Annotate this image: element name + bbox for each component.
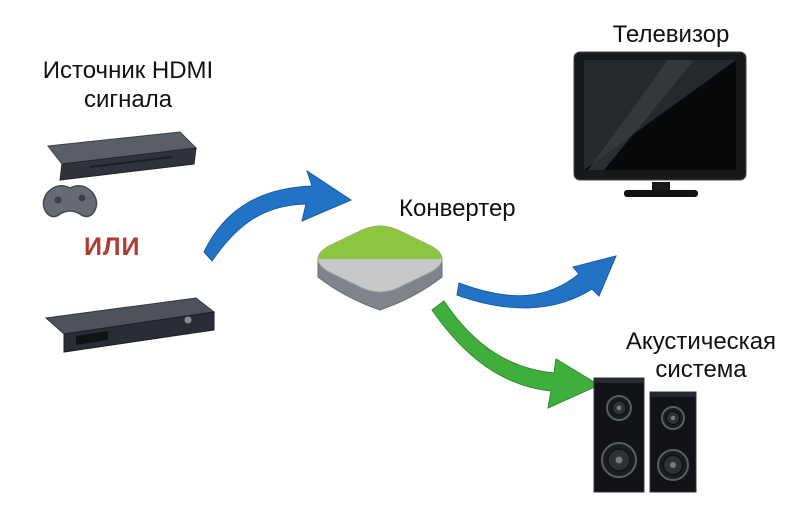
dvd-front-face [63, 311, 215, 353]
gamepad-body [42, 185, 98, 218]
console-slot [89, 156, 173, 168]
gamepad-buttons [78, 194, 86, 202]
speaker-left [593, 377, 645, 493]
source-label: Источник HDMI сигнала [22, 56, 234, 114]
arrow-converter-to-tv-icon [456, 255, 617, 309]
speakers-label-line1: Акустическая [625, 328, 777, 355]
converter-label: Конвертер [399, 195, 516, 222]
source-label-line1: Источник HDMI [42, 57, 214, 84]
speakers-icon [593, 377, 697, 493]
game-console-icon [42, 131, 198, 218]
gamepad-icon [42, 185, 98, 218]
source-label-line2: сигнала [83, 86, 173, 113]
speaker-right [649, 391, 697, 493]
tv-icon [573, 51, 747, 197]
dvd-knob [184, 316, 192, 324]
dvd-display [76, 331, 108, 345]
speaker-right-top [650, 392, 696, 397]
dvd-player-icon [44, 297, 216, 353]
converter-top-green-panel [318, 226, 442, 259]
speakers-label-line2: система [655, 356, 747, 383]
speakers-label: Акустическая система [610, 328, 792, 384]
gamepad-dpad [54, 196, 62, 204]
console-front-face [59, 147, 197, 181]
or-label: ИЛИ [84, 233, 141, 261]
tv-screen-streak [588, 60, 694, 170]
tv-stand-base [624, 190, 698, 197]
arrow-converter-to-speakers-icon [431, 300, 601, 409]
converter-icon [317, 225, 443, 311]
tv-stand-neck [652, 182, 670, 190]
speaker-left-top [594, 378, 644, 383]
tv-label: Телевизор [612, 21, 730, 48]
